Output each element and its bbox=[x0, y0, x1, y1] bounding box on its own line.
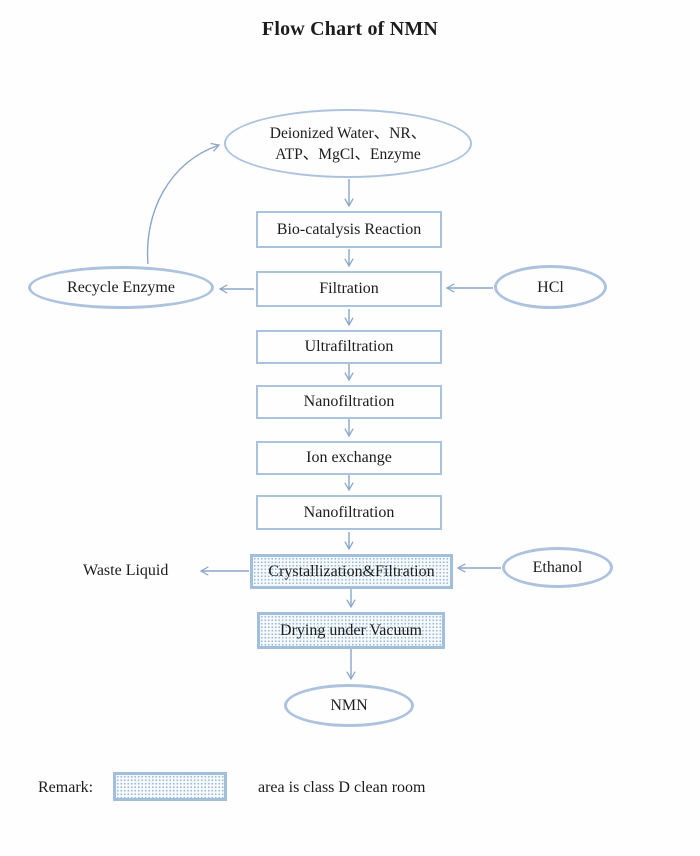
node-ethanol: Ethanol bbox=[502, 547, 613, 588]
node-drying-under-vacuum: Drying under Vacuum bbox=[257, 612, 445, 649]
arrow-recycle-to-source-curve bbox=[146, 142, 221, 265]
source-line-1: Deionized Water、NR、 bbox=[269, 124, 427, 142]
remark-label: Remark: bbox=[38, 779, 94, 796]
node-label: Ion exchange bbox=[306, 449, 392, 466]
node-crystallization-filtration: Crystallization&Filtration bbox=[250, 554, 453, 589]
node-nanofiltration-1: Nanofiltration bbox=[256, 385, 442, 419]
node-label: Bio-catalysis Reaction bbox=[276, 220, 422, 238]
node-source-materials: Deionized Water、NR、 ATP、MgCl、Enzyme bbox=[224, 109, 472, 178]
node-nmn-output: NMN bbox=[284, 684, 414, 727]
node-label: Drying under Vacuum bbox=[280, 621, 422, 639]
node-label: NMN bbox=[330, 697, 368, 714]
node-nanofiltration-2: Nanofiltration bbox=[256, 495, 442, 530]
node-biocatalysis-reaction: Bio-catalysis Reaction bbox=[256, 211, 442, 248]
clean-room-swatch bbox=[113, 772, 227, 801]
page-title: Flow Chart of NMN bbox=[261, 18, 439, 40]
node-filtration: Filtration bbox=[256, 271, 442, 307]
node-label: Recycle Enzyme bbox=[67, 279, 175, 296]
node-label: Ethanol bbox=[532, 559, 583, 576]
remark-note: area is class D clean room bbox=[258, 779, 426, 796]
node-label: Crystallization&Filtration bbox=[268, 562, 435, 580]
node-label: Nanofiltration bbox=[303, 503, 395, 521]
node-label: Ultrafiltration bbox=[304, 338, 394, 355]
node-ion-exchange: Ion exchange bbox=[256, 441, 442, 475]
node-label: Filtration bbox=[319, 280, 379, 297]
node-label: Nanofiltration bbox=[303, 393, 395, 410]
node-hcl: HCl bbox=[494, 265, 607, 309]
source-line-2: ATP、MgCl、Enzyme bbox=[275, 145, 421, 163]
node-ultrafiltration: Ultrafiltration bbox=[256, 330, 442, 364]
waste-liquid-label: Waste Liquid bbox=[83, 562, 169, 579]
node-label: HCl bbox=[537, 278, 564, 296]
node-recycle-enzyme: Recycle Enzyme bbox=[28, 266, 214, 309]
